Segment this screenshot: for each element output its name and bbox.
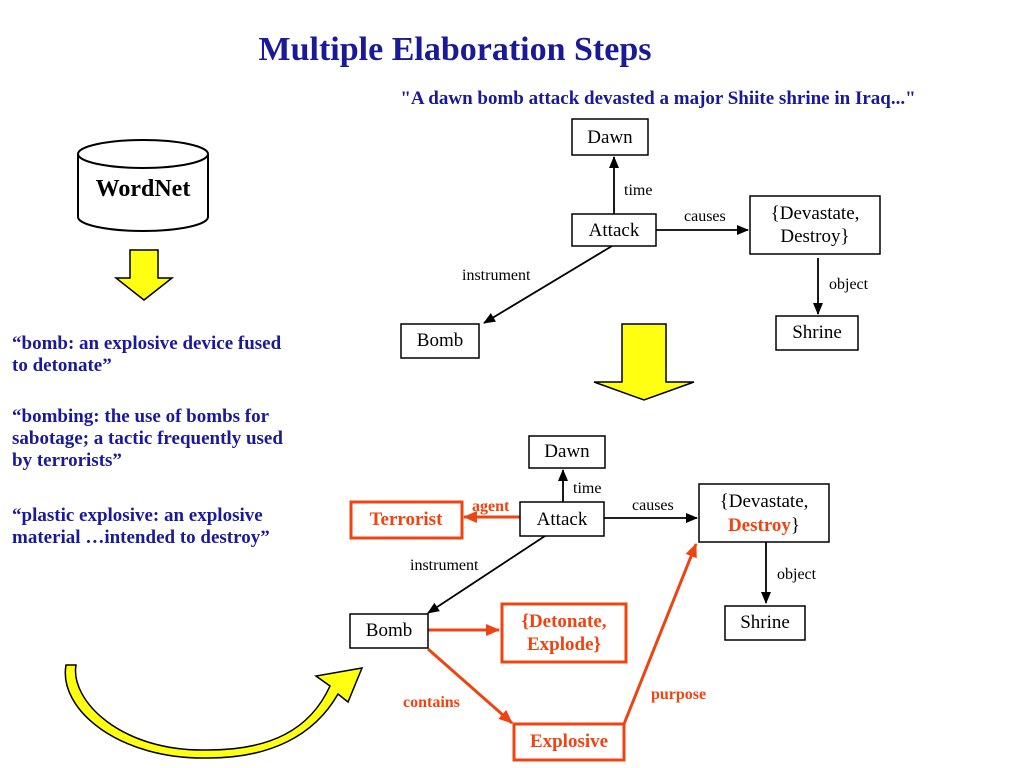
node-devastate bbox=[698, 483, 830, 543]
node-dawn-label: Dawn bbox=[587, 127, 633, 148]
edge-object-label: object bbox=[777, 566, 817, 583]
definition-line: “plastic explosive: an explosive bbox=[12, 505, 263, 526]
edge-instrument bbox=[483, 245, 613, 324]
bottom-graph: Dawn Attack {Devastate, Destroy} Terrori… bbox=[349, 435, 830, 762]
definition-line: to detonate” bbox=[12, 355, 112, 376]
node-detonate bbox=[500, 602, 628, 664]
edge-causes-label: causes bbox=[632, 497, 674, 514]
node-terrorist-label: Terrorist bbox=[370, 509, 443, 530]
edge-instrument bbox=[427, 533, 549, 614]
edge-contains-label: contains bbox=[403, 694, 460, 711]
node-bomb-label: Bomb bbox=[366, 620, 412, 641]
definition-plastic-explosive: “plastic explosive: an explosive materia… bbox=[12, 505, 352, 549]
node-devastate bbox=[749, 195, 881, 255]
definition-bombing: “bombing: the use of bombs for sabotage;… bbox=[12, 406, 352, 472]
node-terrorist bbox=[349, 500, 464, 540]
node-dawn bbox=[571, 118, 649, 156]
edge-time-label: time bbox=[573, 480, 601, 497]
wordnet-label: WordNet bbox=[96, 176, 191, 202]
edge-causes-label: causes bbox=[684, 208, 726, 225]
node-shrine-label: Shrine bbox=[792, 322, 842, 343]
down-arrow-icon bbox=[113, 249, 175, 301]
edge-purpose bbox=[622, 543, 698, 725]
edge-instrument-label: instrument bbox=[410, 557, 479, 574]
elaboration-arrow-icon bbox=[593, 323, 695, 401]
node-bomb bbox=[400, 323, 480, 359]
node-bomb bbox=[349, 613, 429, 649]
node-dawn-label: Dawn bbox=[544, 441, 590, 462]
definition-line: “bomb: an explosive device fused bbox=[12, 333, 282, 354]
node-dawn bbox=[528, 435, 606, 469]
definition-line: material …intended to destroy” bbox=[12, 527, 270, 548]
node-attack bbox=[571, 213, 657, 247]
node-shrine-label: Shrine bbox=[740, 612, 790, 633]
node-attack-label: Attack bbox=[537, 509, 588, 530]
edge-agent-label: agent bbox=[472, 498, 510, 515]
node-attack-label: Attack bbox=[589, 220, 640, 241]
definition-bomb: “bomb: an explosive device fused to deto… bbox=[12, 333, 352, 377]
node-attack bbox=[519, 501, 605, 537]
node-detonate-label-2: Explode} bbox=[527, 634, 601, 655]
definition-line: by terrorists” bbox=[12, 450, 122, 471]
node-devastate-label-2: Destroy} bbox=[728, 515, 800, 536]
node-explosive bbox=[512, 722, 626, 762]
node-shrine bbox=[724, 605, 806, 641]
curved-arrow-icon bbox=[64, 664, 364, 759]
node-devastate-label-1: {Devastate, bbox=[720, 491, 809, 512]
node-shrine bbox=[775, 315, 859, 351]
definition-line: sabotage; a tactic frequently used bbox=[12, 428, 283, 449]
node-detonate-label-1: {Detonate, bbox=[521, 611, 606, 632]
edge-object-label: object bbox=[829, 276, 869, 293]
wordnet-database-icon: WordNet bbox=[77, 139, 209, 232]
edge-instrument-label: instrument bbox=[462, 267, 531, 284]
page-title: Multiple Elaboration Steps bbox=[259, 31, 652, 68]
edge-contains bbox=[427, 647, 513, 725]
node-explosive-label: Explosive bbox=[530, 731, 608, 752]
edge-purpose-label: purpose bbox=[651, 686, 706, 703]
node-devastate-label-2: Destroy} bbox=[780, 226, 849, 247]
node-devastate-label-2-red: Destroy bbox=[728, 515, 791, 536]
node-devastate-label-2-end: } bbox=[791, 515, 800, 536]
definition-line: “bombing: the use of bombs for bbox=[12, 406, 270, 427]
node-bomb-label: Bomb bbox=[417, 330, 463, 351]
example-sentence: "A dawn bomb attack devasted a major Shi… bbox=[400, 88, 915, 109]
top-graph: Dawn Attack {Devastate, Destroy} Bomb Sh… bbox=[400, 118, 881, 359]
node-devastate-label-1: {Devastate, bbox=[771, 203, 860, 224]
edge-time-label: time bbox=[624, 182, 652, 199]
